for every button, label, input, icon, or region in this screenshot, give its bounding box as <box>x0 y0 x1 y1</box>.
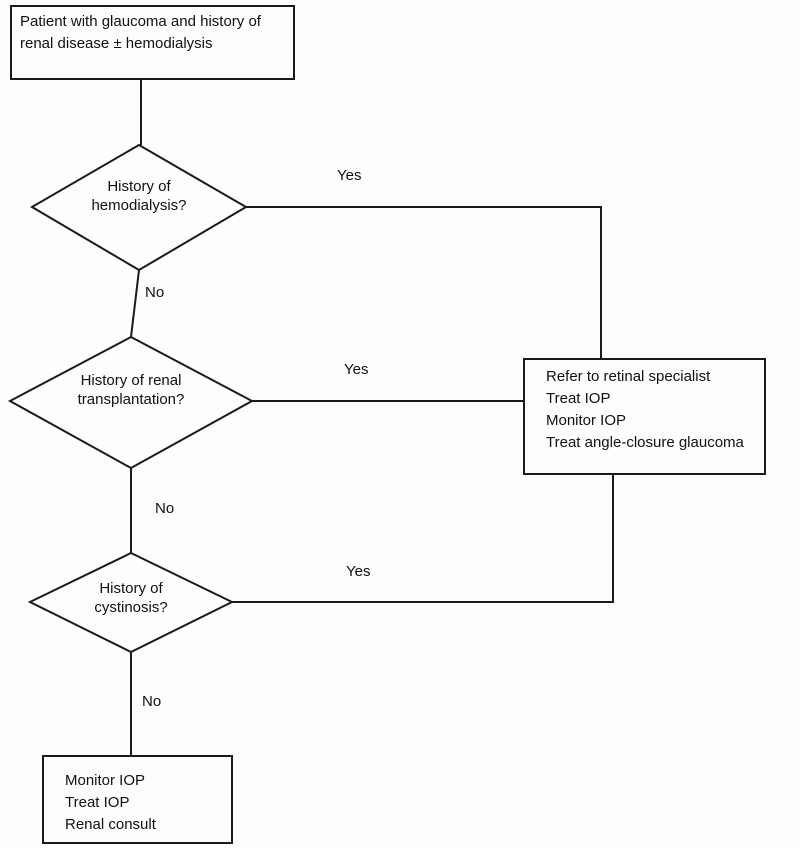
start-node-line-1: Patient with glaucoma and history of <box>20 13 261 30</box>
monitor-node-line-2: Treat IOP <box>65 794 130 811</box>
edge-label-hemodialysis-yes: Yes <box>337 167 362 184</box>
monitor-node: Monitor IOP Treat IOP Renal consult <box>42 755 233 844</box>
edge-label-transplantation-no: No <box>155 500 175 517</box>
edge-label-cystinosis-yes: Yes <box>346 563 371 580</box>
monitor-node-line-1: Monitor IOP <box>65 772 146 789</box>
edge-cystinosis-yes <box>232 475 614 603</box>
decision-transplantation-shape <box>7 335 255 470</box>
decision-cystinosis-label: History of cystinosis? <box>94 580 168 616</box>
start-node: Patient with glaucoma and history of ren… <box>10 5 295 80</box>
refer-node: Refer to retinal specialist Treat IOP Mo… <box>523 358 766 475</box>
monitor-node-line-3: Renal consult <box>65 816 156 833</box>
decision-hemodialysis-shape <box>30 143 248 272</box>
decision-transplantation-label: History of renal transplantation? <box>77 372 185 408</box>
edge-hemodialysis-yes <box>246 206 602 358</box>
refer-node-line-3: Monitor IOP <box>546 412 627 429</box>
refer-node-line-2: Treat IOP <box>546 390 611 407</box>
refer-node-line-4: Treat angle-closure glaucoma <box>546 434 744 451</box>
edge-label-hemodialysis-no: No <box>145 284 165 301</box>
decision-cystinosis-shape <box>27 551 235 654</box>
refer-node-line-1: Refer to retinal specialist <box>546 368 711 385</box>
decision-hemodialysis-label: History of hemodialysis? <box>91 178 187 214</box>
edge-label-cystinosis-no: No <box>142 693 162 710</box>
edge-label-transplantation-yes: Yes <box>344 361 369 378</box>
start-node-line-2: renal disease ± hemodialysis <box>20 35 213 52</box>
edge-hemodialysis-no <box>130 269 140 338</box>
